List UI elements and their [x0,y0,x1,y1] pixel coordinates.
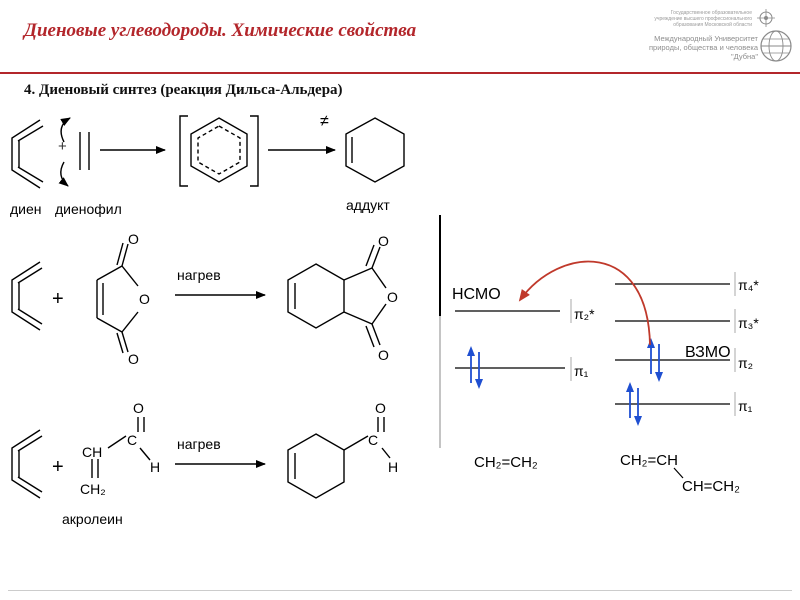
butadiene-structure-2 [11,261,43,331]
carbon-label: C [127,432,137,448]
heat-label-2: нагрев [177,436,221,452]
hydrogen-label: H [388,459,398,475]
reaction-3-acrolein [11,417,391,499]
oxygen-label: O [387,289,398,305]
oxygen-label: O [128,351,139,367]
header-divider [0,72,800,74]
logo-university-name: Международный Университет природы, общес… [648,34,758,61]
electron-arrow-down [58,161,69,187]
oxygen-label: O [128,231,139,247]
globe-emblem-icon [757,9,792,62]
bracket-right [250,115,259,187]
logo-institution-text: Государственное образовательное учрежден… [654,10,752,28]
bracket-left [179,115,188,187]
cyclohexene-carbaldehyde-product [287,417,391,499]
ethylene-electron-pair [467,346,483,389]
lumo-label: НСМО [452,286,501,303]
ethylene-pi2-star-label: π₂* [574,306,595,322]
diene-structure [11,119,44,189]
carbon-label: C [368,432,378,448]
butadiene-structure-3 [11,429,43,499]
plus-sign-2: + [52,288,64,310]
oxygen-label: O [139,291,150,307]
oxygen-label: O [133,400,144,416]
butadiene-formula-top: CH₂=CH [620,452,678,469]
butadiene-pi1-label: π₁ [738,398,753,414]
hydrogen-label: H [150,459,160,475]
reaction-1-general-scheme [11,115,405,189]
butadiene-pi3-star-label: π₃* [738,315,759,331]
dienophile-structure [79,132,90,170]
transition-state-ring [190,117,248,183]
ch2-group-label: CH₂ [80,481,106,497]
diene-label: диен [10,201,42,217]
section-subtitle: 4. Диеновый синтез (реакция Дильса-Альде… [24,82,343,98]
butadiene-homo-electron-pair [647,338,663,382]
ch-group-label: CH [82,444,102,460]
cyclohexene-adduct [345,117,405,183]
maleic-anhydride-structure [96,242,139,354]
butadiene-formula-bottom: CH=CH₂ [682,478,740,495]
butadiene-pi4-star-label: π₄* [738,277,759,293]
homo-label: ВЗМО [685,344,731,361]
electron-arrow-up [60,117,71,143]
dienophile-label: диенофил [55,201,122,217]
butadiene-single-bond [673,467,684,479]
not-equal-sign: ≠ [320,113,329,130]
heat-label-1: нагрев [177,267,221,283]
oxygen-label: O [378,233,389,249]
plus-sign-3: + [52,456,64,478]
adduct-label: аддукт [346,197,390,213]
oxygen-label: O [375,400,386,416]
homo-lumo-interaction-arrow [518,260,651,346]
slide-title: Диеновые углеводороды. Химические свойст… [24,20,417,41]
ethylene-formula: CH₂=CH₂ [474,454,538,471]
plus-sign-1: + [58,138,67,155]
ethylene-pi1-label: π₁ [574,363,589,379]
university-logo: Государственное образовательное учрежден… [649,4,796,66]
acrolein-label: акролеин [62,511,123,527]
reaction-2-maleic-anhydride [11,242,387,354]
butadiene-pi2-label: π₂ [738,355,753,371]
footer-divider [8,590,792,591]
oxygen-label: O [378,347,389,363]
mo-energy-diagram: π₂* π₁ π₄* π₃* π₂ π₁ [439,215,759,495]
butadiene-pi1-electron-pair [626,382,642,426]
acrolein-bonds [91,417,151,478]
tetrahydrophthalic-anhydride-product [287,244,387,348]
